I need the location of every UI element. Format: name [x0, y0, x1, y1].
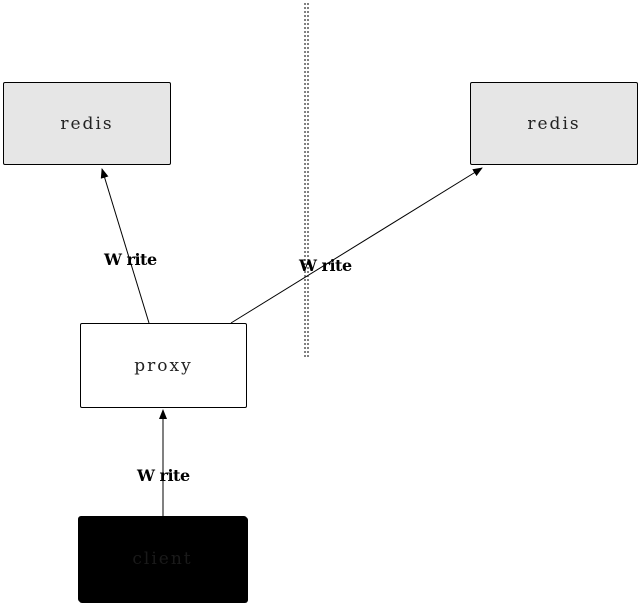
node-redis-left[interactable]: redis	[3, 82, 171, 165]
edge-label-client-to-proxy: W rite	[137, 466, 190, 485]
network-partition-divider	[304, 3, 309, 358]
edge-proxy-to-redis-right	[230, 167, 483, 324]
edge-label-proxy-to-redis-right: W rite	[299, 256, 352, 275]
node-redis-left-label: redis	[60, 113, 114, 134]
node-client-label: client	[132, 549, 193, 569]
edge-proxy-to-redis-left	[100, 168, 150, 324]
node-client[interactable]: client	[78, 516, 247, 602]
node-redis-right[interactable]: redis	[470, 82, 638, 165]
node-proxy[interactable]: proxy	[80, 323, 247, 408]
node-proxy-label: proxy	[134, 355, 193, 376]
edge-label-proxy-to-redis-left: W rite	[104, 250, 157, 269]
node-redis-right-label: redis	[527, 113, 581, 134]
